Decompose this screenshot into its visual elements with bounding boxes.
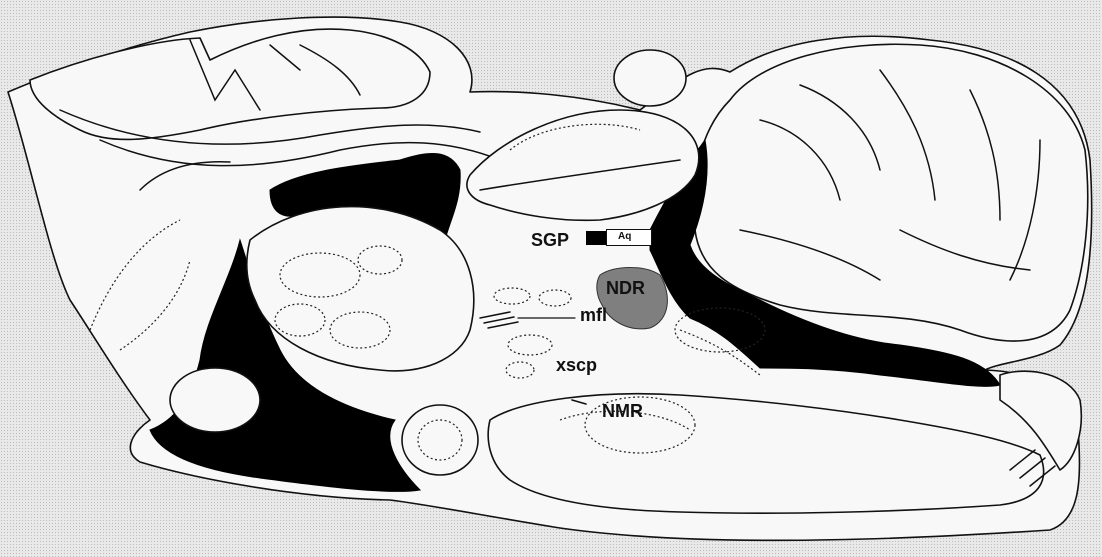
label-aq: Aq xyxy=(618,232,631,242)
sgp-marker-block xyxy=(586,231,608,245)
label-nmr: NMR xyxy=(602,402,643,420)
label-ndr: NDR xyxy=(606,279,645,297)
ventral-nucleus xyxy=(402,405,478,475)
label-mfl: mfl xyxy=(580,306,607,324)
superior-colliculus-oval xyxy=(614,50,686,106)
ventral-lobe xyxy=(170,368,260,432)
label-sgp: SGP xyxy=(531,231,569,249)
label-xscp: xscp xyxy=(556,356,597,374)
